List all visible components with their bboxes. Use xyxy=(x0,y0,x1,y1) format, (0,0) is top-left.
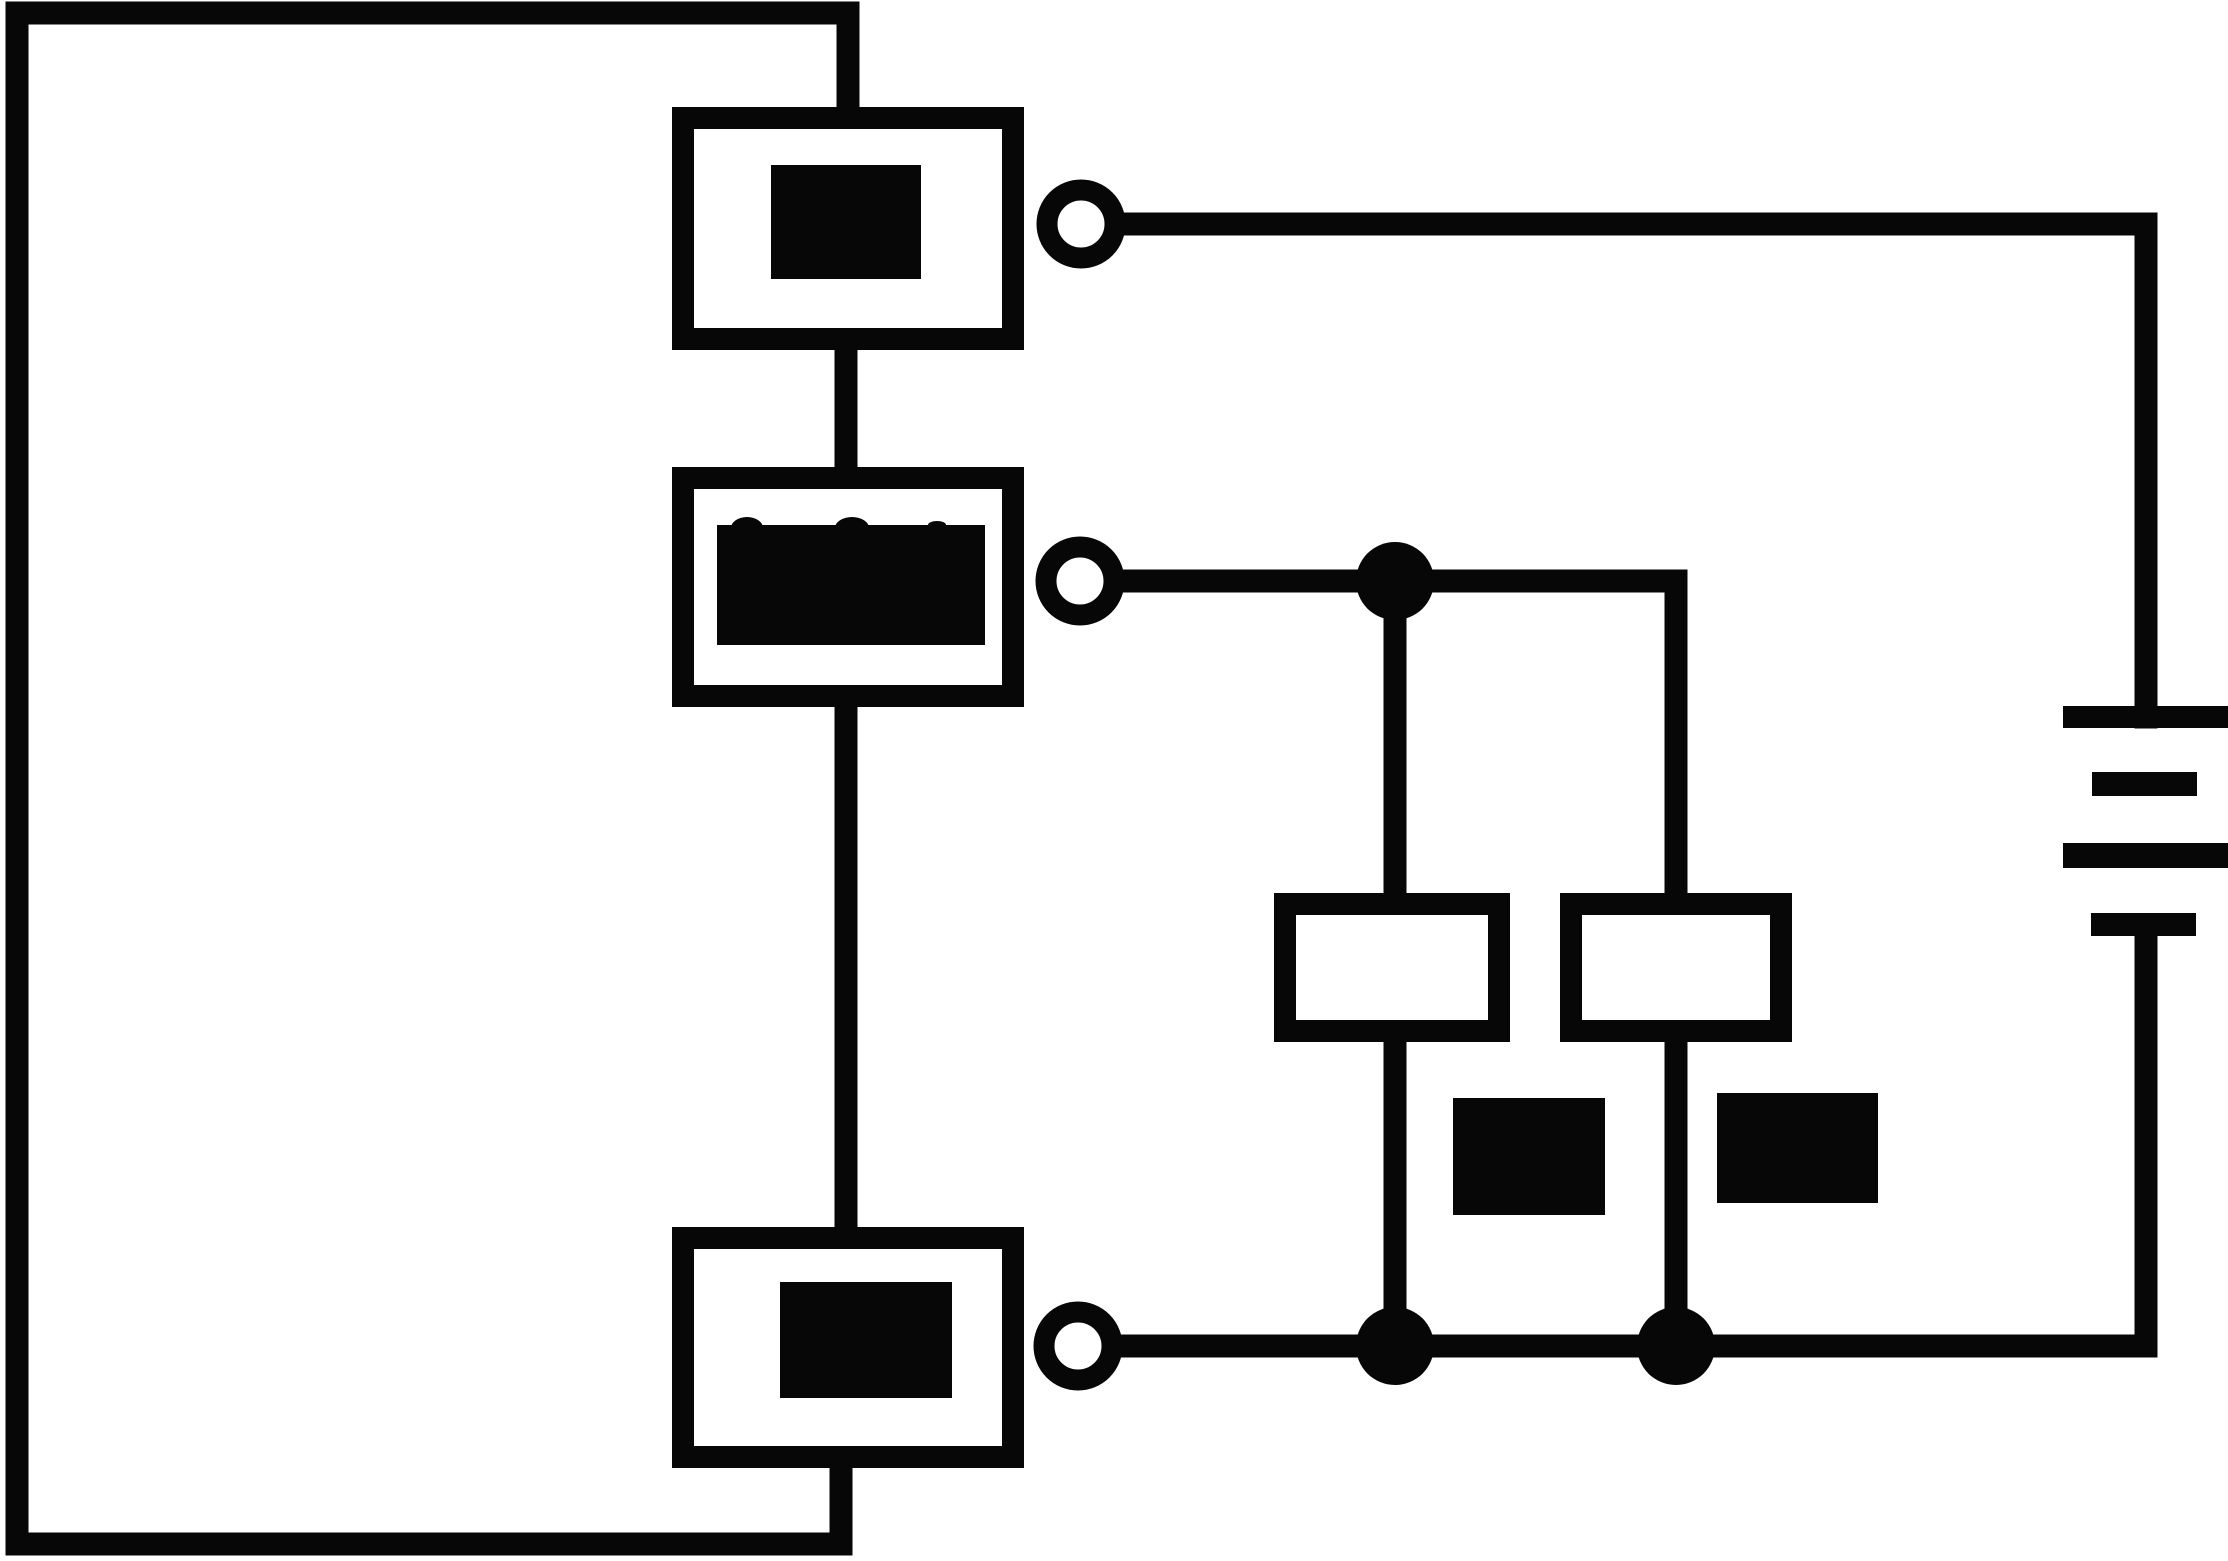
redacted-label-middle-box xyxy=(717,525,985,645)
redacted-label-left-resistor xyxy=(1453,1098,1605,1215)
junction-dot-bottom-right xyxy=(1637,1307,1715,1385)
terminal-bottom xyxy=(1033,1301,1123,1391)
top-terminal-to-battery-wire xyxy=(1109,212,2158,729)
redacted-label-bottom-box xyxy=(780,1282,952,1398)
battery-plate-short-upper xyxy=(2092,772,2197,796)
junction-dot-bottom-left xyxy=(1356,1307,1434,1385)
resistor-box-right xyxy=(1560,893,1792,1042)
battery-plate-long-top xyxy=(2063,706,2228,728)
bottom-terminal-to-battery-wire xyxy=(1106,913,2158,1358)
redacted-label-top-box xyxy=(771,165,921,279)
resistor-box-left xyxy=(1274,893,1510,1042)
terminal-top xyxy=(1036,179,1126,269)
middle-terminal-branch-wire xyxy=(1108,569,1688,905)
junction-dot-middle xyxy=(1356,542,1434,620)
redacted-label-right-resistor xyxy=(1717,1093,1878,1203)
outer-loop-wire xyxy=(5,1,860,1556)
battery-plate-short-bottom xyxy=(2091,913,2196,936)
battery-plate-long-lower xyxy=(2063,843,2228,868)
terminal-middle xyxy=(1035,536,1125,626)
